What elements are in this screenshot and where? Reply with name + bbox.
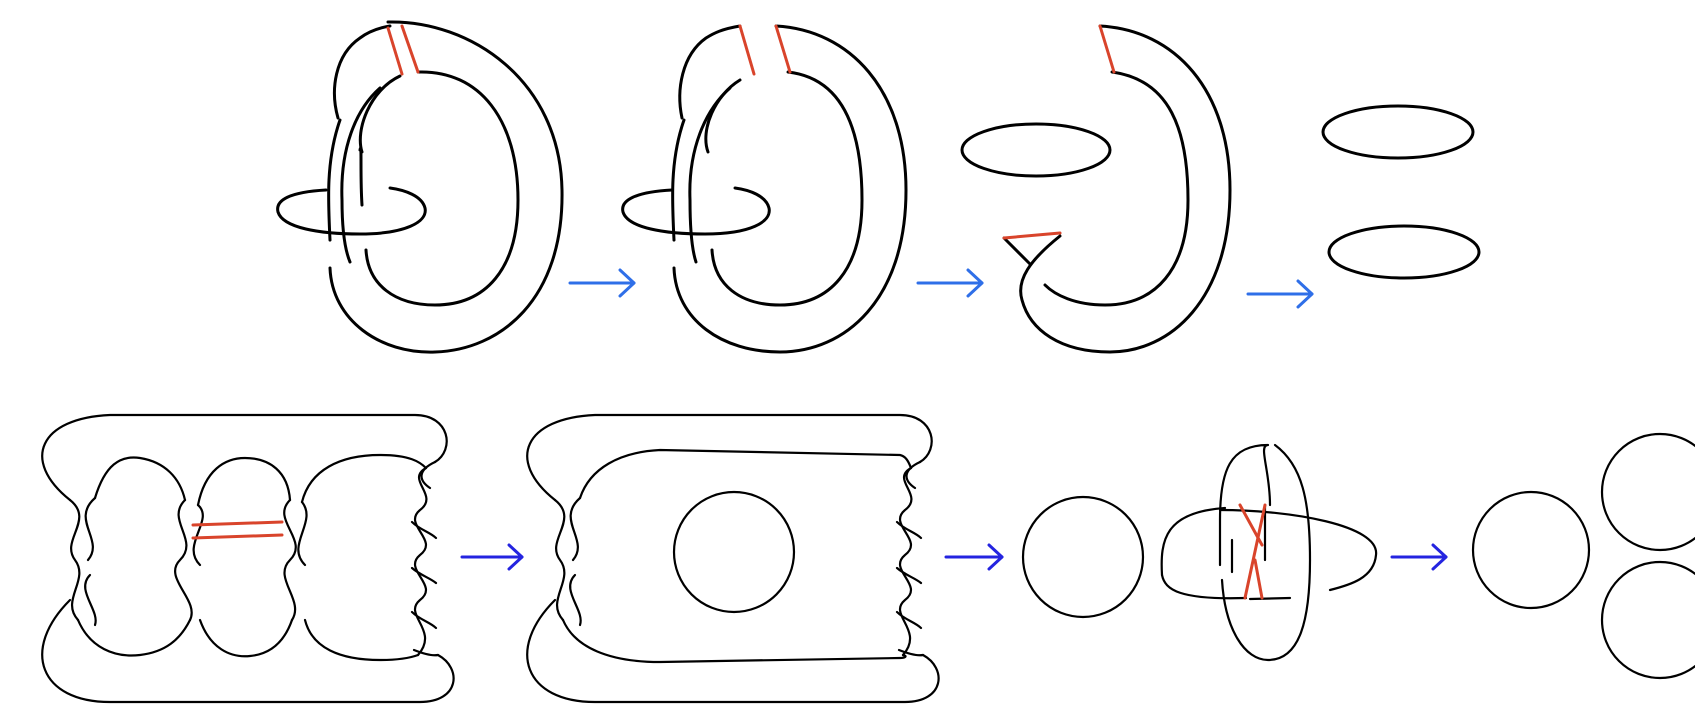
- top-panel-3-unknot-and-twisted-strand: [962, 26, 1230, 352]
- top-panel-4-two-unlinked-circles: [1323, 106, 1479, 278]
- arrow-right: [946, 545, 1002, 569]
- band-line: [388, 28, 402, 74]
- bottom-panel-3-circle-and-hopf-link-with-band: [1023, 445, 1376, 660]
- bottom-panel-2-knot-and-circle: [527, 415, 938, 702]
- arrow-right: [918, 270, 982, 296]
- arrow-right: [570, 270, 634, 296]
- arrow-right: [1392, 545, 1446, 569]
- bottom-panel-4-three-circles: [1473, 434, 1695, 678]
- arrow-right: [1248, 281, 1312, 307]
- top-panel-2-band-cut: [623, 26, 906, 352]
- band-line: [402, 26, 418, 72]
- bottom-panel-1-pretzel-knot-with-band: [42, 415, 453, 702]
- arrow-right: [462, 545, 522, 569]
- top-panel-1-link-with-band: [278, 22, 562, 352]
